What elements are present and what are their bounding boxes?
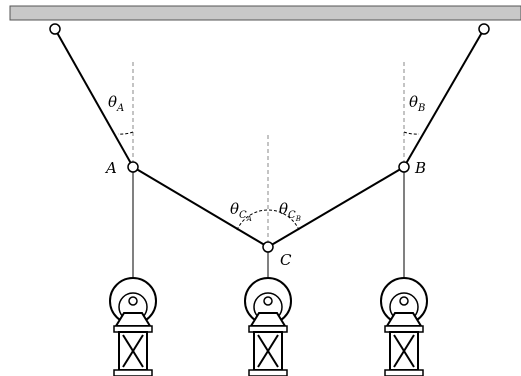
lantern-icon <box>244 277 292 376</box>
angle-arc-b <box>403 131 420 135</box>
label-point-c: C <box>280 251 292 269</box>
label-theta-a: θA <box>108 93 124 114</box>
lantern-icon <box>109 277 157 376</box>
joint-b <box>398 161 410 173</box>
joint-c <box>262 241 274 253</box>
label-theta-cb: θCB <box>279 200 301 223</box>
angle-arc-c <box>236 209 300 231</box>
lantern-icon <box>380 277 428 376</box>
anchor-left <box>49 23 61 35</box>
joint-a <box>127 161 139 173</box>
cable-b-to-ceiling <box>403 28 485 168</box>
label-theta-b: θB <box>409 93 425 114</box>
label-point-a: A <box>104 159 117 177</box>
cable-ceiling-to-a <box>54 28 134 168</box>
anchor-right <box>478 23 490 35</box>
label-point-b: B <box>414 159 426 177</box>
label-theta-ca: θCA <box>230 200 252 223</box>
angle-arc-a <box>117 131 134 135</box>
cable-c-to-b <box>267 166 405 248</box>
cable-a-to-c <box>132 166 269 248</box>
ceiling <box>9 5 521 21</box>
